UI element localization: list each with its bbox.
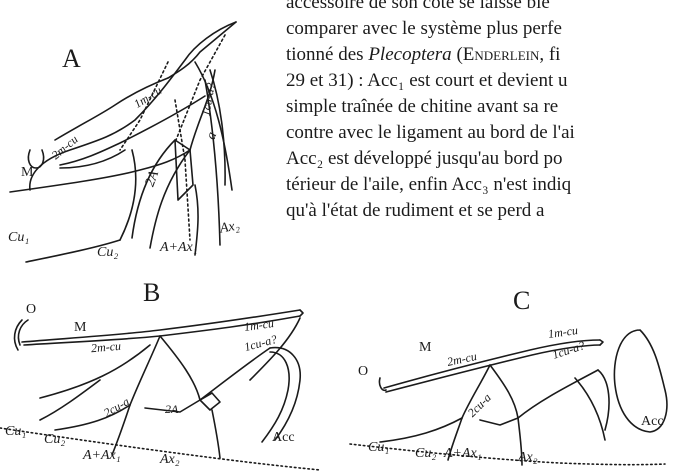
fig-c-cu2-label: Cu₂ [415, 446, 436, 462]
fig-c-acc-label: Acc [641, 414, 664, 430]
figure-c-label: C [513, 286, 530, 316]
fig-c-o-label: O [358, 364, 368, 380]
figure-a-label: A [62, 44, 81, 74]
fig-a-ax2-label: Ax₂ [219, 218, 241, 237]
fig-b-cu1-label: Cu₁ [5, 424, 26, 440]
fig-b-o-label: O [26, 302, 36, 318]
figure-b-label: B [143, 278, 160, 308]
fig-a-a-ax1-label: A+Ax₁ [160, 240, 198, 256]
figure-a-drawing [10, 22, 236, 262]
fig-b-a-ax1-label: A+Ax₁ [83, 448, 121, 464]
fig-b-cu2-label: Cu₂ [44, 432, 65, 448]
fig-b-acc-label: Acc [272, 430, 295, 446]
fig-a-cu2-label: Cu₂ [97, 245, 118, 261]
fig-c-a-ax1-label: A+Ax₁ [444, 446, 482, 462]
fig-b-m-label: M [74, 320, 86, 336]
fig-b-2m-cu-label: 2m-cu [90, 339, 121, 357]
fig-a-cu1-label: Cu₁ [8, 230, 29, 246]
fig-a-m-label: M [21, 165, 33, 181]
fig-b-ax2-label: Ax₂ [160, 452, 180, 468]
figure-c-drawing [350, 330, 667, 465]
fig-b-2a-label: 2A [165, 402, 178, 417]
fig-c-m-label: M [419, 340, 431, 356]
fig-c-cu1-label: Cu₁ [368, 440, 389, 456]
fig-c-ax2-label: Ax₂ [518, 450, 538, 466]
